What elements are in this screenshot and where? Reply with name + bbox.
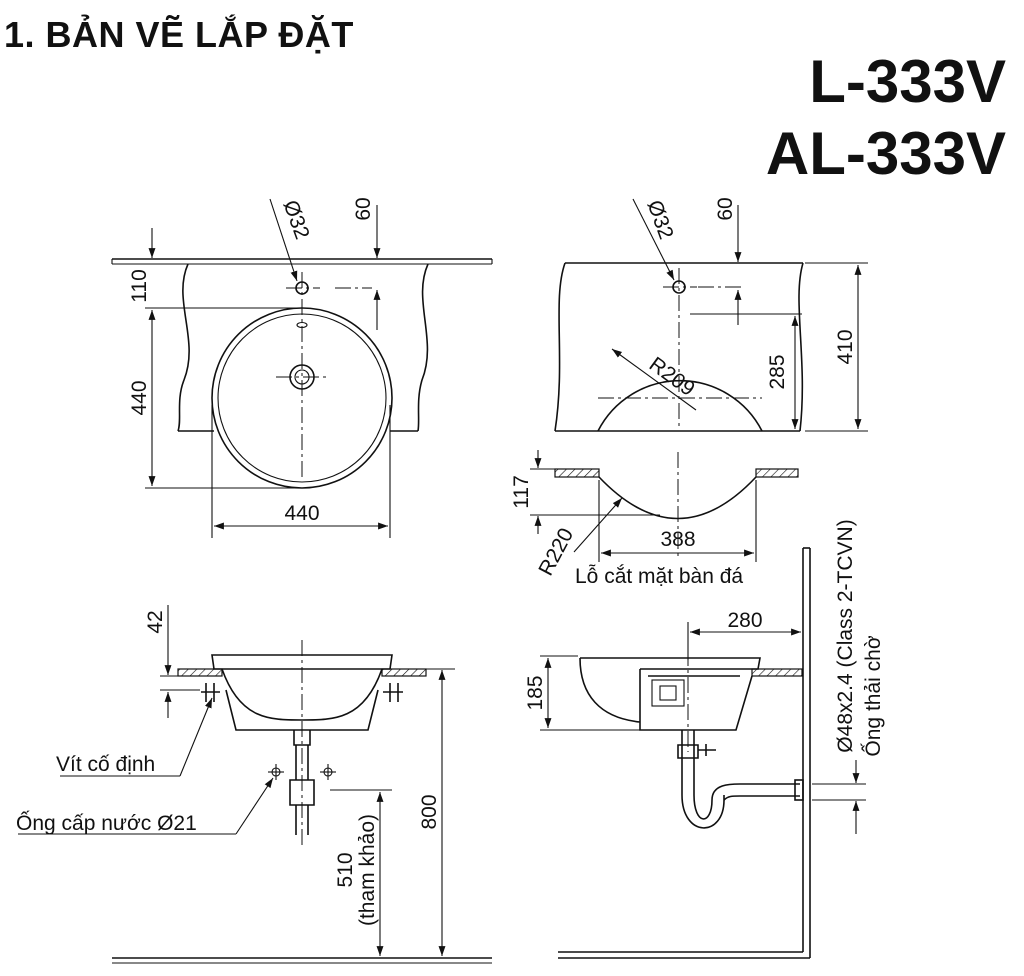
section-dim-388-label: 388 <box>660 528 695 551</box>
screw-label: Vít cố định <box>56 753 155 776</box>
cutout-dim-410-label: 410 <box>834 329 857 364</box>
side-dim-185-label: 185 <box>524 675 547 710</box>
water-supply-pipe-label: Ống cấp nước Ø21 <box>16 811 197 835</box>
cutout-view: Ø32 60 R209 285 410 <box>554 197 868 432</box>
cutout-hole-dia-label: Ø32 <box>643 197 678 242</box>
section-dim-117-label: 117 <box>510 475 533 508</box>
front-dim-800-label: 800 <box>418 794 441 829</box>
front-dim-510-note: (tham khảo) <box>356 814 379 926</box>
top-view: Ø32 60 110 440 440 <box>111 197 493 538</box>
top-dim-440-vertical-label: 440 <box>128 380 151 415</box>
cutout-dim-60-label: 60 <box>714 197 737 220</box>
model-number-secondary: AL-333V <box>765 120 1006 187</box>
side-install-view: 280 185 Ø48x2.4 (Class 2-TCVN) Ống thải … <box>524 519 885 959</box>
page-title: 1. BẢN VẼ LẮP ĐẶT <box>4 14 354 55</box>
cutout-radius-label: R209 <box>645 353 699 401</box>
model-number-primary: L-333V <box>809 48 1006 115</box>
top-dim-60-label: 60 <box>352 197 375 220</box>
drain-pipe-label: Ống thải chờ <box>861 635 885 756</box>
top-dim-110-label: 110 <box>128 269 151 302</box>
front-dim-510-label: 510 <box>334 852 357 887</box>
section-view: 117 R220 388 Lỗ cắt mặt bàn đá <box>510 450 799 588</box>
drain-pipe-spec-label: Ø48x2.4 (Class 2-TCVN) <box>834 519 857 752</box>
front-install-view: 42 Vít cố định Ống cấp nước Ø21 800 510 … <box>16 605 492 964</box>
front-dim-42-label: 42 <box>144 610 167 633</box>
section-radius-label: R220 <box>534 524 578 579</box>
top-hole-dia-label: Ø32 <box>279 197 314 242</box>
side-dim-280-label: 280 <box>727 609 762 632</box>
cutout-dim-285-label: 285 <box>766 354 789 389</box>
cutout-hole-label: Lỗ cắt mặt bàn đá <box>575 565 743 588</box>
top-dim-440-horizontal-label: 440 <box>284 502 319 525</box>
